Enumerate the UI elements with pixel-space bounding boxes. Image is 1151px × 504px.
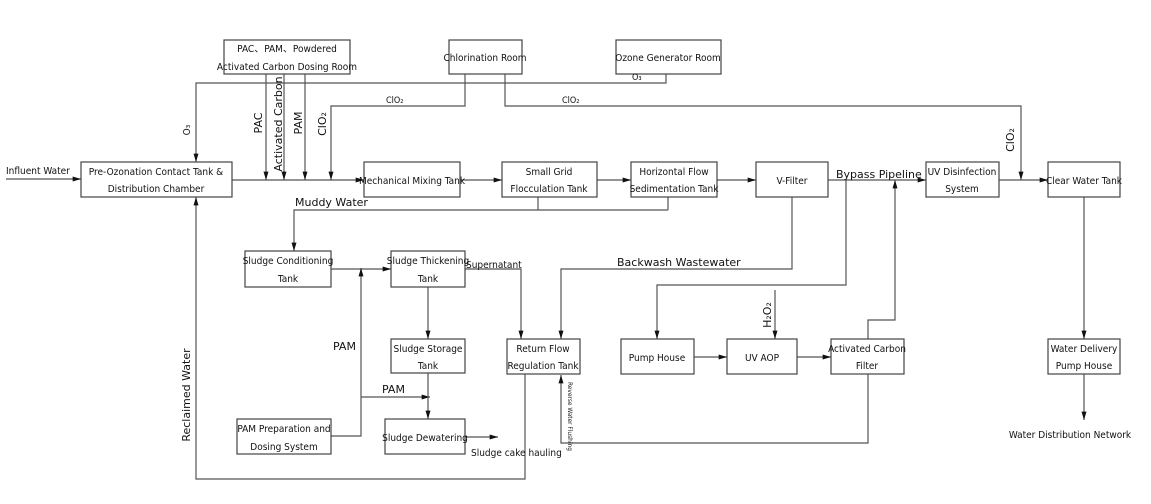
unit-label: Sludge Storage — [394, 344, 463, 355]
o3-pipe — [193, 74, 667, 163]
backwash-pipe — [558, 197, 793, 339]
unit-uv-aop[interactable]: UV AOP — [726, 338, 798, 375]
clo2-top-right-label: ClO₂ — [562, 96, 580, 106]
unit-label: Regulation Tank — [507, 361, 579, 372]
clo2-mix-pipe — [328, 74, 466, 181]
unit-sedimentation[interactable]: Horizontal Flow Sedimentation Tank — [630, 161, 720, 198]
unit-label: Sedimentation Tank — [630, 184, 720, 195]
unit-label: UV AOP — [745, 353, 780, 364]
unit-sludge-thickening[interactable]: Sludge Thickening Tank — [387, 250, 469, 288]
unit-clear-water-tank[interactable]: Clear Water Tank — [1046, 161, 1123, 198]
clo2-top-left-label: ClO₂ — [386, 96, 404, 106]
unit-label: Small Grid — [526, 167, 573, 178]
reverse-flushing-pipe — [558, 374, 869, 444]
unit-pre-ozonation[interactable]: Pre-Ozonation Contact Tank & Distributio… — [80, 161, 233, 198]
activated-carbon-label: Activated Carbon — [272, 76, 285, 171]
unit-label: Sludge Dewatering — [382, 433, 468, 444]
unit-dosing-room[interactable]: PAC、PAM、Powdered Activated Carbon Dosing… — [217, 39, 357, 75]
bypass-label: Bypass Pipeline — [836, 168, 922, 181]
acfilter-return-pipe — [867, 179, 898, 339]
unit-label: UV Disinfection — [928, 167, 997, 178]
unit-label: Distribution Chamber — [108, 184, 205, 195]
unit-mechanical-mixing[interactable]: Mechanical Mixing Tank — [359, 161, 466, 198]
unit-label: Water Delivery — [1051, 344, 1118, 355]
unit-label: Ozone Generator Room — [615, 53, 721, 64]
clo2-clear-label: ClO₂ — [1004, 128, 1017, 152]
unit-label: Activated Carbon — [828, 344, 906, 355]
sludge-cake-label: Sludge cake hauling — [471, 448, 562, 459]
unit-sludge-dewatering[interactable]: Sludge Dewatering — [382, 418, 468, 455]
reverse-flushing-label: Reverse Water Flushing — [566, 382, 574, 451]
unit-sludge-conditioning[interactable]: Sludge Conditioning Tank — [243, 250, 334, 288]
flow-labels: Influent Water O₃ O₃ PAC Activated Carbo… — [6, 73, 1132, 459]
unit-sludge-storage[interactable]: Sludge Storage Tank — [390, 338, 466, 374]
influent-label: Influent Water — [6, 166, 70, 177]
unit-label: Clear Water Tank — [1046, 176, 1123, 187]
pam-vertical-label: PAM — [333, 340, 356, 353]
unit-label: Tank — [277, 274, 299, 285]
pam-vertical-pipe — [331, 268, 364, 437]
muddy-water-label: Muddy Water — [295, 196, 368, 209]
bypass-pipe — [654, 180, 847, 339]
unit-label: Flocculation Tank — [510, 184, 588, 195]
unit-ozone-generator-room[interactable]: Ozone Generator Room — [615, 39, 722, 75]
unit-label: Tank — [417, 274, 439, 285]
unit-label: System — [945, 184, 979, 195]
unit-label: PAC、PAM、Powdered — [237, 44, 337, 55]
unit-label: Pump House — [1056, 361, 1113, 372]
clo2-mix-label: ClO₂ — [316, 112, 329, 136]
flow-lines — [6, 74, 1087, 480]
unit-label: Filter — [856, 361, 879, 372]
unit-pump-house[interactable]: Pump House — [620, 338, 695, 375]
unit-label: PAM Preparation and — [237, 424, 330, 435]
unit-pam-system[interactable]: PAM Preparation and Dosing System — [236, 418, 332, 455]
o3-pre-label: O₃ — [182, 124, 193, 135]
unit-flocculation[interactable]: Small Grid Flocculation Tank — [501, 161, 598, 198]
unit-label: Return Flow — [516, 344, 569, 355]
unit-v-filter[interactable]: V-Filter — [755, 161, 829, 198]
unit-label: Sludge Conditioning — [243, 256, 334, 267]
unit-label: Activated Carbon Dosing Room — [217, 62, 357, 73]
pam-dose-label: PAM — [292, 112, 305, 135]
distribution-label: Water Distribution Network — [1009, 430, 1132, 441]
muddy-water-pipe — [291, 197, 539, 252]
unit-water-delivery[interactable]: Water Delivery Pump House — [1047, 338, 1121, 375]
unit-activated-carbon-filter[interactable]: Activated Carbon Filter — [828, 338, 906, 375]
unit-label: Sludge Thickening — [387, 256, 469, 267]
unit-label: Pre-Ozonation Contact Tank & — [89, 167, 223, 178]
unit-uv-disinfection[interactable]: UV Disinfection System — [925, 161, 1000, 198]
unit-label: Tank — [417, 361, 439, 372]
unit-chlorination-room[interactable]: Chlorination Room — [443, 39, 527, 75]
backwash-label: Backwash Wastewater — [617, 256, 741, 269]
pam-horizontal-label: PAM — [382, 383, 405, 396]
unit-label: Pump House — [629, 353, 686, 364]
pac-label: PAC — [252, 112, 265, 133]
reclaimed-water-pipe — [193, 196, 526, 480]
unit-label: Dosing System — [250, 442, 317, 453]
supernatant-label: Supernatant — [466, 260, 522, 271]
h2o2-label: H₂O₂ — [761, 302, 774, 328]
o3-line-label: O₃ — [632, 73, 642, 83]
unit-label: Horizontal Flow — [639, 167, 708, 178]
clo2-clear-pipe — [504, 74, 1024, 181]
reclaimed-water-label: Reclaimed Water — [180, 348, 193, 442]
supernatant-pipe — [465, 268, 524, 339]
unit-return-flow[interactable]: Return Flow Regulation Tank — [506, 338, 581, 375]
unit-label: Mechanical Mixing Tank — [359, 176, 466, 187]
unit-label: V-Filter — [776, 176, 807, 187]
unit-label: Chlorination Room — [443, 53, 526, 64]
